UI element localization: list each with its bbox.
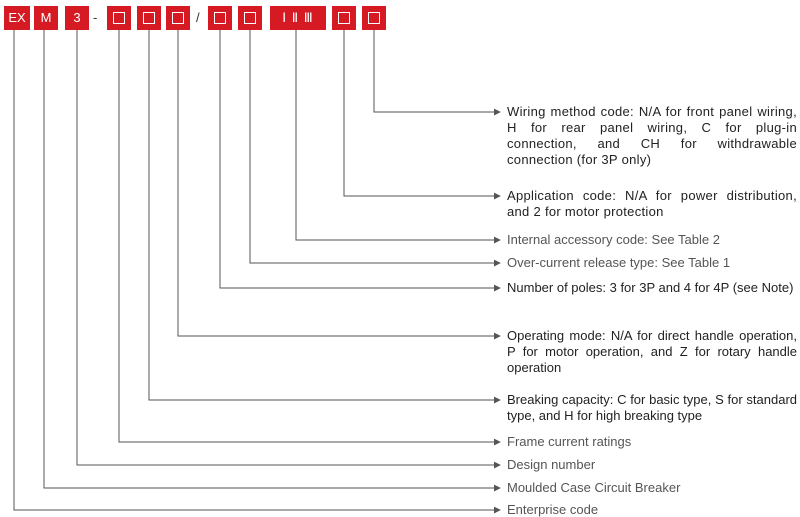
separator-slash: / bbox=[196, 10, 200, 25]
code-box-operating-mode bbox=[166, 6, 190, 30]
desc-enterprise-code: Enterprise code bbox=[507, 502, 599, 517]
desc-breaking-capacity: Breaking capacity: C for basic type, S f… bbox=[507, 392, 797, 423]
code-box-enterprise: EX bbox=[4, 6, 30, 30]
code-box-accessory: Ⅰ Ⅱ Ⅲ bbox=[270, 6, 326, 30]
separator-dash: - bbox=[93, 10, 98, 25]
code-box-product: M bbox=[34, 6, 58, 30]
leader-poles bbox=[219, 30, 501, 292]
leader-release bbox=[249, 30, 501, 267]
desc-design-number: Design number bbox=[507, 457, 596, 472]
code-box-design: 3 bbox=[65, 6, 89, 30]
code-box-application bbox=[332, 6, 356, 30]
desc-overcurrent-release: Over-current release type: See Table 1 bbox=[507, 255, 731, 270]
code-box-wiring bbox=[362, 6, 386, 30]
code-box-breaking-capacity bbox=[137, 6, 161, 30]
desc-application: Application code: N/A for power distribu… bbox=[507, 188, 797, 219]
leader-breaking bbox=[148, 30, 501, 404]
leader-frame bbox=[118, 30, 501, 446]
desc-operating-mode: Operating mode: N/A for direct handle op… bbox=[507, 328, 797, 375]
code-box-release-type bbox=[238, 6, 262, 30]
desc-product-type: Moulded Case Circuit Breaker bbox=[507, 480, 681, 495]
leader-wiring bbox=[373, 30, 501, 116]
leader-accessory bbox=[295, 30, 501, 244]
code-box-frame-current bbox=[107, 6, 131, 30]
desc-internal-accessory: Internal accessory code: See Table 2 bbox=[507, 232, 720, 247]
leader-enterprise bbox=[13, 30, 501, 514]
code-box-poles bbox=[208, 6, 232, 30]
desc-number-of-poles: Number of poles: 3 for 3P and 4 for 4P (… bbox=[507, 280, 794, 295]
leader-application bbox=[343, 30, 501, 200]
desc-frame-current: Frame current ratings bbox=[507, 434, 632, 449]
desc-wiring-method: Wiring method code: N/A for front panel … bbox=[507, 104, 797, 167]
leader-product bbox=[43, 30, 501, 492]
leader-operating bbox=[177, 30, 501, 340]
leader-design bbox=[76, 30, 501, 469]
